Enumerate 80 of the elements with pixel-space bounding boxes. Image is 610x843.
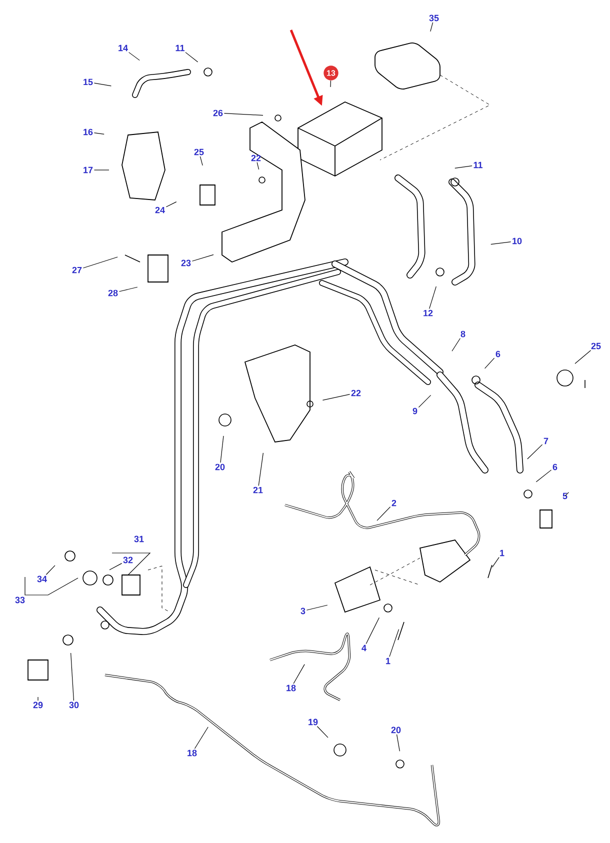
leader-line	[82, 256, 118, 268]
callout-number: 22	[351, 390, 361, 396]
leader-line	[94, 132, 104, 135]
leader-line	[109, 563, 122, 570]
callout-number: 6	[552, 464, 558, 470]
callout-number: 21	[253, 486, 263, 494]
leader-line	[430, 22, 434, 32]
leader-line	[192, 254, 214, 262]
callout-number: 16	[84, 128, 93, 136]
leader-line	[194, 726, 208, 749]
callout-number: 4	[362, 644, 366, 652]
callout-number: 34	[37, 576, 47, 582]
callout-number: 23	[181, 260, 191, 266]
leader-line	[128, 52, 140, 61]
callout-number: 2	[392, 500, 396, 506]
leader-line	[220, 436, 224, 463]
callout-number: 28	[108, 290, 118, 296]
callout-number: 7	[544, 438, 548, 444]
callout-badge: 13	[324, 66, 338, 80]
leader-line	[46, 565, 56, 575]
leader-line	[316, 726, 328, 738]
leader-line	[454, 166, 472, 169]
leader-line	[200, 156, 203, 166]
callout-number: 27	[72, 266, 82, 274]
callout-number: 1	[500, 550, 504, 556]
leader-line	[330, 80, 332, 88]
callout-number: 11	[176, 44, 184, 52]
leader-line	[376, 506, 391, 521]
callout-number: 5	[562, 492, 568, 500]
leader-line	[366, 617, 380, 644]
callout-number: 12	[424, 310, 433, 316]
leader-line	[484, 358, 495, 369]
callout-number: 1	[386, 658, 390, 664]
leader-line	[306, 604, 328, 610]
callout-number: 11	[474, 162, 482, 168]
callout-number: 33	[15, 596, 25, 604]
callout-number: 10	[512, 238, 522, 244]
callout-number: 26	[213, 110, 223, 116]
leader-line	[429, 286, 436, 309]
leader-line	[527, 444, 543, 460]
leader-line	[564, 492, 569, 496]
leader-line	[118, 286, 138, 292]
callout-number: 20	[215, 464, 225, 470]
callout-number: 18	[286, 684, 296, 692]
callout-number: 14	[118, 44, 128, 52]
leader-line	[94, 82, 112, 86]
callout-number: 29	[33, 702, 43, 708]
leader-line	[490, 241, 512, 245]
leader-line	[185, 52, 198, 62]
callout-number: 30	[69, 702, 79, 708]
leader-line	[70, 652, 74, 701]
leader-line	[166, 202, 177, 208]
leader-line	[389, 629, 400, 657]
leader-line	[322, 394, 350, 400]
callout-number: 19	[308, 718, 318, 726]
callout-number: 18	[188, 750, 197, 756]
callout-number: 20	[391, 726, 401, 734]
callout-number: 24	[155, 206, 165, 214]
callout-number: 25	[194, 148, 204, 156]
callout-number: 3	[300, 608, 306, 614]
leader-line	[256, 162, 260, 170]
callout-number: 8	[460, 330, 466, 338]
leader-line	[536, 470, 552, 482]
callout-number: 17	[84, 166, 93, 174]
leader-line	[396, 734, 400, 752]
leader-line	[293, 664, 305, 684]
callout-number: 9	[412, 408, 418, 414]
leader-line	[258, 452, 264, 486]
leader-line	[492, 557, 500, 568]
callout-number: 22	[251, 154, 261, 162]
leader-line	[574, 350, 592, 364]
callout-number: 25	[591, 342, 601, 350]
callout-number: 15	[84, 78, 93, 86]
callout-number: 35	[429, 14, 439, 22]
leader-line	[224, 113, 264, 116]
leader-line	[418, 394, 432, 408]
leader-line	[452, 338, 460, 352]
callout-number: 32	[123, 556, 133, 564]
callout-number: 6	[496, 350, 500, 358]
callout-number: 31	[134, 536, 144, 542]
